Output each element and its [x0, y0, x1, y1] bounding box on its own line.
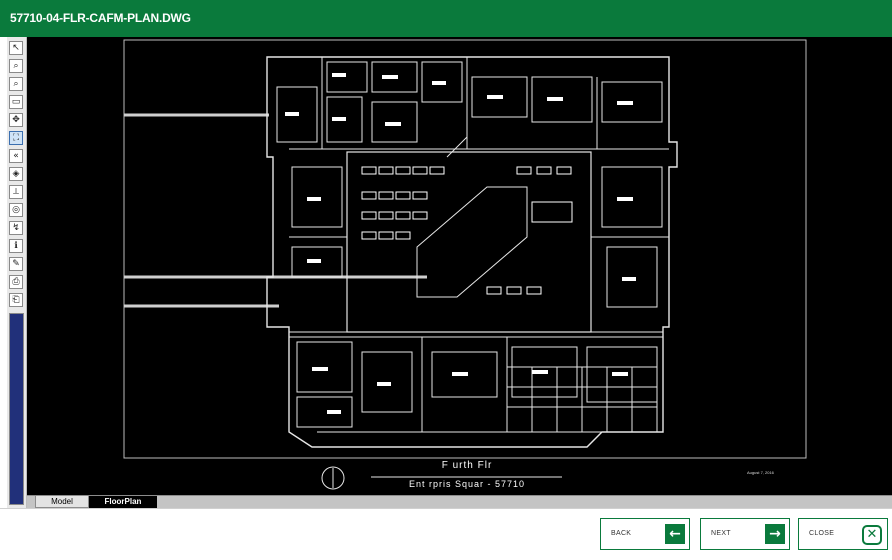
- target-tool-icon[interactable]: ◎: [9, 203, 23, 217]
- drawing-subtitle: Ent rpris Squar - 57710: [408, 479, 526, 489]
- title-block-logo: [321, 466, 345, 490]
- tool-strip: ↖ ⌕ ⌕ ▭ ✥ ⛶ « ◈ ⟂ ◎ ↯ ℹ ✎ ⎙ ⎗: [7, 37, 27, 508]
- select-tool-icon[interactable]: ↖: [9, 41, 23, 55]
- pencil-tool-icon[interactable]: ✎: [9, 257, 23, 271]
- back-button-label: BACK: [611, 530, 632, 537]
- tab-model[interactable]: Model: [35, 496, 89, 508]
- building-outline: [266, 56, 678, 448]
- close-button[interactable]: CLOSE ✕: [798, 518, 888, 550]
- floor-plan-drawing: [123, 39, 807, 490]
- drawing-date: August 7, 2016: [747, 470, 774, 475]
- info-tool-icon[interactable]: ℹ: [9, 239, 23, 253]
- sheet-border: [123, 39, 807, 459]
- fit-view-tool-icon[interactable]: ⛶: [9, 131, 23, 145]
- pan-tool-icon[interactable]: ✥: [9, 113, 23, 127]
- layers-tool-icon[interactable]: ◈: [9, 167, 23, 181]
- layout-tab-bar: Model FloorPlan: [27, 495, 892, 509]
- zoom-window-tool-icon[interactable]: ▭: [9, 95, 23, 109]
- close-button-label: CLOSE: [809, 530, 835, 537]
- markup-tool-icon[interactable]: ↯: [9, 221, 23, 235]
- next-button[interactable]: NEXT →: [700, 518, 790, 550]
- arrow-left-icon: ←: [665, 524, 685, 544]
- footer-divider: [0, 508, 892, 509]
- window-title: 57710-04-FLR-CAFM-PLAN.DWG: [10, 11, 191, 25]
- back-button[interactable]: BACK ←: [600, 518, 690, 550]
- tab-floorplan[interactable]: FloorPlan: [89, 496, 157, 508]
- zoom-in-tool-icon[interactable]: ⌕: [9, 59, 23, 73]
- zoom-out-tool-icon[interactable]: ⌕: [9, 77, 23, 91]
- close-icon: ✕: [862, 525, 882, 545]
- print-tool-icon[interactable]: ⎙: [9, 275, 23, 289]
- measure-tool-icon[interactable]: ⟂: [9, 185, 23, 199]
- page-tool-icon[interactable]: ⎗: [9, 293, 23, 307]
- drawing-canvas[interactable]: F urth Flr Ent rpris Squar - 57710 Augus…: [27, 37, 892, 495]
- title-bar: 57710-04-FLR-CAFM-PLAN.DWG: [0, 0, 892, 37]
- next-button-label: NEXT: [711, 530, 731, 537]
- previous-view-tool-icon[interactable]: «: [9, 149, 23, 163]
- vertical-scrollbar[interactable]: [9, 313, 24, 505]
- drawing-title: F urth Flr: [441, 460, 493, 471]
- arrow-right-icon: →: [765, 524, 785, 544]
- core-outline: [346, 151, 592, 333]
